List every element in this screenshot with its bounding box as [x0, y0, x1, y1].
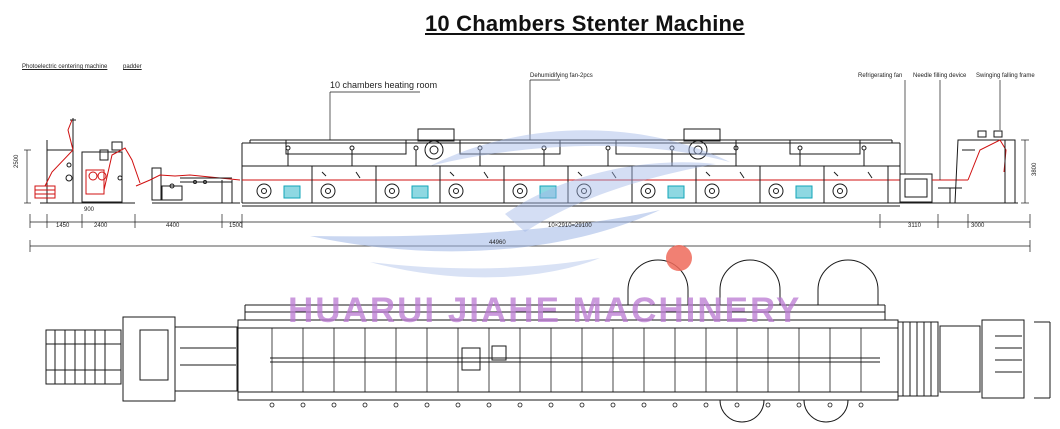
label-padder: padder [123, 64, 142, 70]
plan-wheel-12 [610, 402, 616, 408]
label-needle-filling: Needle filling device [913, 73, 967, 79]
label-leaders [329, 79, 1001, 180]
dim-total: 44960 [489, 240, 506, 246]
plan-wheel-16 [734, 402, 740, 408]
vertical-dimensions [24, 139, 1029, 204]
dim-1500: 1500 [229, 223, 243, 229]
dim-900: 900 [84, 207, 95, 213]
photoelectric-centering-unit [34, 118, 82, 204]
cooling-section [899, 173, 968, 204]
watermark-text: HUARUI JIAHE MACHINERY [288, 291, 802, 330]
plan-wheel-15 [703, 402, 709, 408]
chamber-9 [768, 145, 825, 203]
plan-view [45, 259, 1051, 423]
plan-wheel-17 [765, 402, 771, 408]
swinging-frame-unit [954, 130, 1018, 204]
plan-wheel-10 [548, 402, 554, 408]
chamber-3 [384, 145, 441, 203]
plan-wheel-6 [424, 402, 430, 408]
plan-ribs [269, 328, 864, 408]
plan-wheel-7 [455, 402, 461, 408]
plan-wheel-18 [796, 402, 802, 408]
dim-4400: 4400 [166, 223, 180, 229]
plan-wheel-20 [858, 402, 864, 408]
plan-wheel-3 [331, 402, 337, 408]
chamber-1 [256, 145, 313, 203]
label-heating-room: 10 chambers heating room [330, 80, 438, 90]
chamber-4 [448, 145, 505, 203]
label-refrigerating-fan: Refrigerating fan [858, 73, 903, 79]
padder-unit [81, 141, 141, 204]
plan-wheel-11 [579, 402, 585, 408]
dim-2400: 2400 [94, 223, 108, 229]
chamber-10 [832, 145, 889, 203]
chamber-6 [576, 145, 633, 203]
dim-height-3800: 3800 [1032, 162, 1038, 176]
dim-3110: 3110 [908, 223, 921, 229]
watermark-logo [310, 130, 730, 278]
dim-chambers: 10×2910=29100 [548, 223, 592, 229]
label-dehumidifying-fan: Dehumidifying fan-2pcs [530, 73, 593, 79]
plan-wheel-14 [672, 402, 678, 408]
plan-wheel-4 [362, 402, 368, 408]
plan-wheel-13 [641, 402, 647, 408]
chamber-cells [256, 145, 889, 203]
chamber-8 [704, 145, 761, 203]
plan-wheel-1 [269, 402, 275, 408]
plan-wheel-2 [300, 402, 306, 408]
plan-wheel-8 [486, 402, 492, 408]
plan-wheel-9 [517, 402, 523, 408]
dim-1450: 1450 [56, 223, 70, 229]
drawing-title: 10 Chambers Stenter Machine [425, 11, 745, 36]
dehumidifying-fan-1 [417, 128, 455, 160]
plan-wheel-5 [393, 402, 399, 408]
label-photoelectric-centering: Photoelectric centering machine [22, 64, 108, 70]
dimension-ticks [29, 214, 1031, 252]
dehumidifying-fan-2 [683, 128, 721, 160]
heating-chambers-body [241, 139, 901, 207]
chamber-5 [512, 145, 569, 203]
overfeed-section [135, 167, 241, 204]
chamber-2 [320, 145, 377, 203]
dim-3000: 3000 [971, 223, 985, 229]
chamber-7 [640, 145, 697, 203]
plan-wheel-19 [827, 402, 833, 408]
dim-height-2500: 2500 [14, 154, 20, 168]
label-swinging-frame: Swinging falling frame [976, 73, 1035, 79]
